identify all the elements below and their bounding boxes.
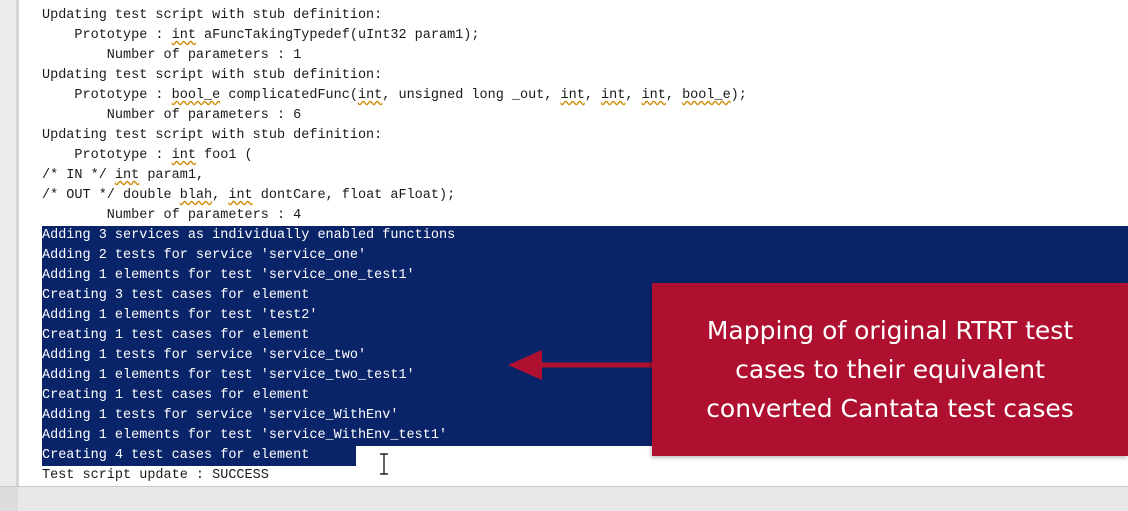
console-line-selected: Adding 1 tests for service 'service_two' [42,348,367,363]
arrow-head [508,350,542,380]
console-line-selected: Adding 1 tests for service 'service_With… [42,408,399,423]
annotation-callout: Mapping of original RTRT test cases to t… [652,283,1128,456]
console-line: /* IN */ int param1, [42,168,205,183]
console-line-selected: Creating 4 test cases for element [42,448,310,463]
console-line: Updating test script with stub definitio… [42,128,383,143]
console-line-selected: Adding 2 tests for service 'service_one' [42,248,367,263]
console-line: Prototype : int aFuncTakingTypedef(uInt3… [42,28,480,43]
console-line-selected: Creating 1 test cases for element [42,388,310,403]
console-line-selected: Adding 3 services as individually enable… [42,228,456,243]
gutter-edge [16,0,19,486]
console-line: Number of parameters : 4 [42,208,302,223]
console-line: Test script update : SUCCESS [42,468,269,483]
console-line: Number of parameters : 1 [42,48,302,63]
console-line: Updating test script with stub definitio… [42,8,383,23]
selection-band [42,246,1128,266]
selection-band [42,266,1128,286]
console-line-selected: Adding 1 elements for test 'service_one_… [42,268,415,283]
text-cursor-icon [380,453,388,475]
bottom-bar-corner [0,487,18,511]
callout-text: Mapping of original RTRT test cases to t… [706,316,1074,423]
console-line: /* OUT */ double blah, int dontCare, flo… [42,188,456,203]
console-line: Prototype : bool_e complicatedFunc(int, … [42,88,747,103]
console-line-selected: Adding 1 elements for test 'service_With… [42,428,448,443]
selection-band [42,446,356,466]
console-line-selected: Creating 1 test cases for element [42,328,310,343]
arrow-left-icon [508,350,656,380]
bottom-bar [0,486,1128,511]
console-line-selected: Adding 1 elements for test 'test2' [42,308,318,323]
console-line-selected: Creating 3 test cases for element [42,288,310,303]
console-line: Number of parameters : 6 [42,108,302,123]
console-line: Prototype : int foo1 ( [42,148,253,163]
console-line: Updating test script with stub definitio… [42,68,383,83]
console-line-selected: Adding 1 elements for test 'service_two_… [42,368,415,383]
selection-band [42,226,1128,246]
left-gutter [0,0,19,486]
